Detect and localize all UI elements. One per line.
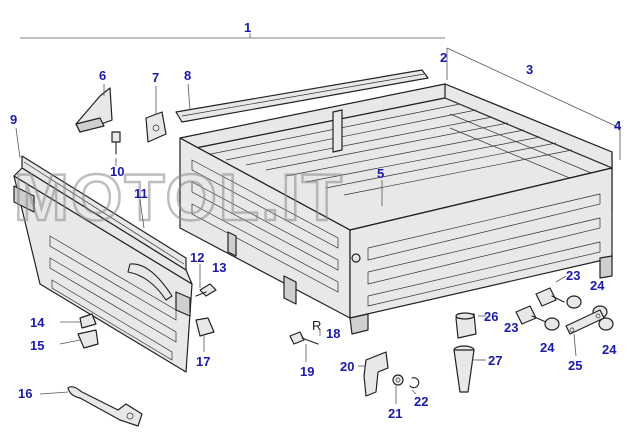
latch-hook [363, 351, 389, 397]
callout-24a: 24 [590, 278, 605, 293]
callout-24b: 24 [540, 340, 555, 355]
tailgate-strap [67, 386, 143, 427]
leader-lines [15, 83, 577, 404]
callout-27: 27 [488, 353, 502, 368]
callout-9: 9 [10, 112, 17, 127]
circlip [409, 377, 420, 389]
tapered-plug [453, 345, 475, 393]
callout-2: 2 [440, 50, 447, 65]
callout-labels: 1 2 3 4 5 6 7 8 9 10 11 12 13 14 15 16 1… [10, 20, 622, 421]
callout-23b: 23 [504, 320, 518, 335]
end-wall-ribs [367, 193, 601, 307]
tailgate [13, 155, 193, 373]
callout-25: 25 [568, 358, 582, 373]
callout-21: 21 [388, 406, 402, 421]
cargo-box [179, 83, 613, 335]
callout-20: 20 [340, 359, 354, 374]
callout-4: 4 [614, 118, 622, 133]
box-depth-dimension-line [446, 47, 621, 160]
callout-22: 22 [414, 394, 428, 409]
callout-26: 26 [484, 309, 498, 324]
callout-13: 13 [212, 260, 226, 275]
callout-18: 18 [326, 326, 340, 341]
hinge-bolt-lower [515, 305, 547, 325]
hinge-clip-14 [79, 313, 97, 329]
rubber-stop [195, 317, 215, 337]
bolt-13 [195, 283, 217, 297]
floor-ribs [205, 103, 573, 196]
callout-5: 5 [377, 166, 384, 181]
callout-6: 6 [99, 68, 106, 83]
callout-3: 3 [526, 62, 533, 77]
bolt-10 [111, 131, 121, 155]
rubber-bushing [455, 312, 477, 339]
callout-8: 8 [184, 68, 191, 83]
hinge-link [565, 309, 605, 335]
callout-15: 15 [30, 338, 44, 353]
washer-21 [392, 374, 404, 386]
revision-mark: R [312, 318, 321, 333]
callout-24c: 24 [602, 342, 617, 357]
bracket-plate [145, 111, 167, 143]
callout-16: 16 [18, 386, 32, 401]
callout-11: 11 [134, 186, 148, 201]
top-rail-strip [175, 69, 429, 123]
hinge-bolt-upper [535, 287, 565, 307]
callout-12: 12 [190, 250, 204, 265]
callout-14: 14 [30, 315, 45, 330]
callout-19: 19 [300, 364, 314, 379]
callout-10: 10 [110, 164, 124, 179]
front-wall-ribs [191, 159, 339, 293]
latch-bracket [75, 87, 113, 133]
callout-23a: 23 [566, 268, 580, 283]
tailgate-ribs [49, 235, 177, 361]
long-bolt [289, 331, 319, 345]
callout-17: 17 [196, 354, 210, 369]
hinge-clip-15 [77, 329, 99, 349]
assembly-dimension-line [20, 33, 445, 39]
callout-1: 1 [244, 20, 251, 35]
callout-7: 7 [152, 70, 159, 85]
watermark: MOTOL.IT [14, 160, 344, 234]
